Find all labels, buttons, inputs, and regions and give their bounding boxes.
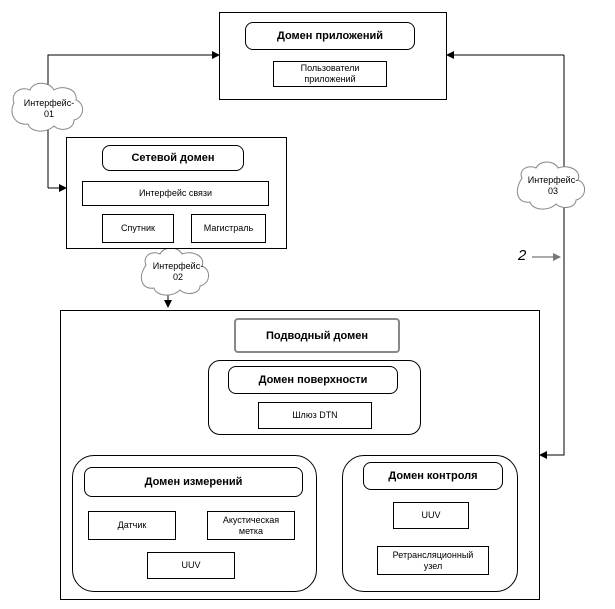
cloud-interface-01: [11, 82, 83, 132]
surface-domain-title: Домен поверхности: [228, 366, 398, 394]
dtn-gateway: Шлюз DTN: [258, 402, 372, 429]
interface-01-label: Интерфейс- 01: [23, 98, 75, 119]
callout-number-2: 2: [518, 247, 527, 264]
interface-02-label: Интерфейс- 02: [152, 261, 204, 282]
cloud-interface-03: [517, 161, 585, 210]
network-domain-title: Сетевой домен: [102, 145, 244, 171]
application-users: Пользователи приложений: [273, 61, 387, 87]
control-uuv: UUV: [393, 502, 469, 529]
control-domain-title: Домен контроля: [363, 462, 503, 490]
cloud-interface-02: [141, 247, 209, 296]
application-domain-title: Домен приложений: [245, 22, 415, 50]
satellite: Спутник: [102, 214, 174, 243]
underwater-domain-title: Подводный домен: [234, 318, 400, 353]
acoustic-tag: Акустическая метка: [207, 511, 295, 540]
communication-interface: Интерфейс связи: [82, 181, 269, 206]
link-interface-03: [539, 55, 565, 459]
backbone: Магистраль: [191, 214, 266, 243]
measurement-domain-title: Домен измерений: [84, 467, 303, 497]
sensor: Датчик: [88, 511, 176, 540]
link-interface-01: [47, 51, 220, 188]
interface-03-label: Интерфейс- 03: [527, 175, 579, 196]
measurement-uuv: UUV: [147, 552, 235, 579]
relay-node: Ретрансляционный узел: [377, 546, 489, 575]
